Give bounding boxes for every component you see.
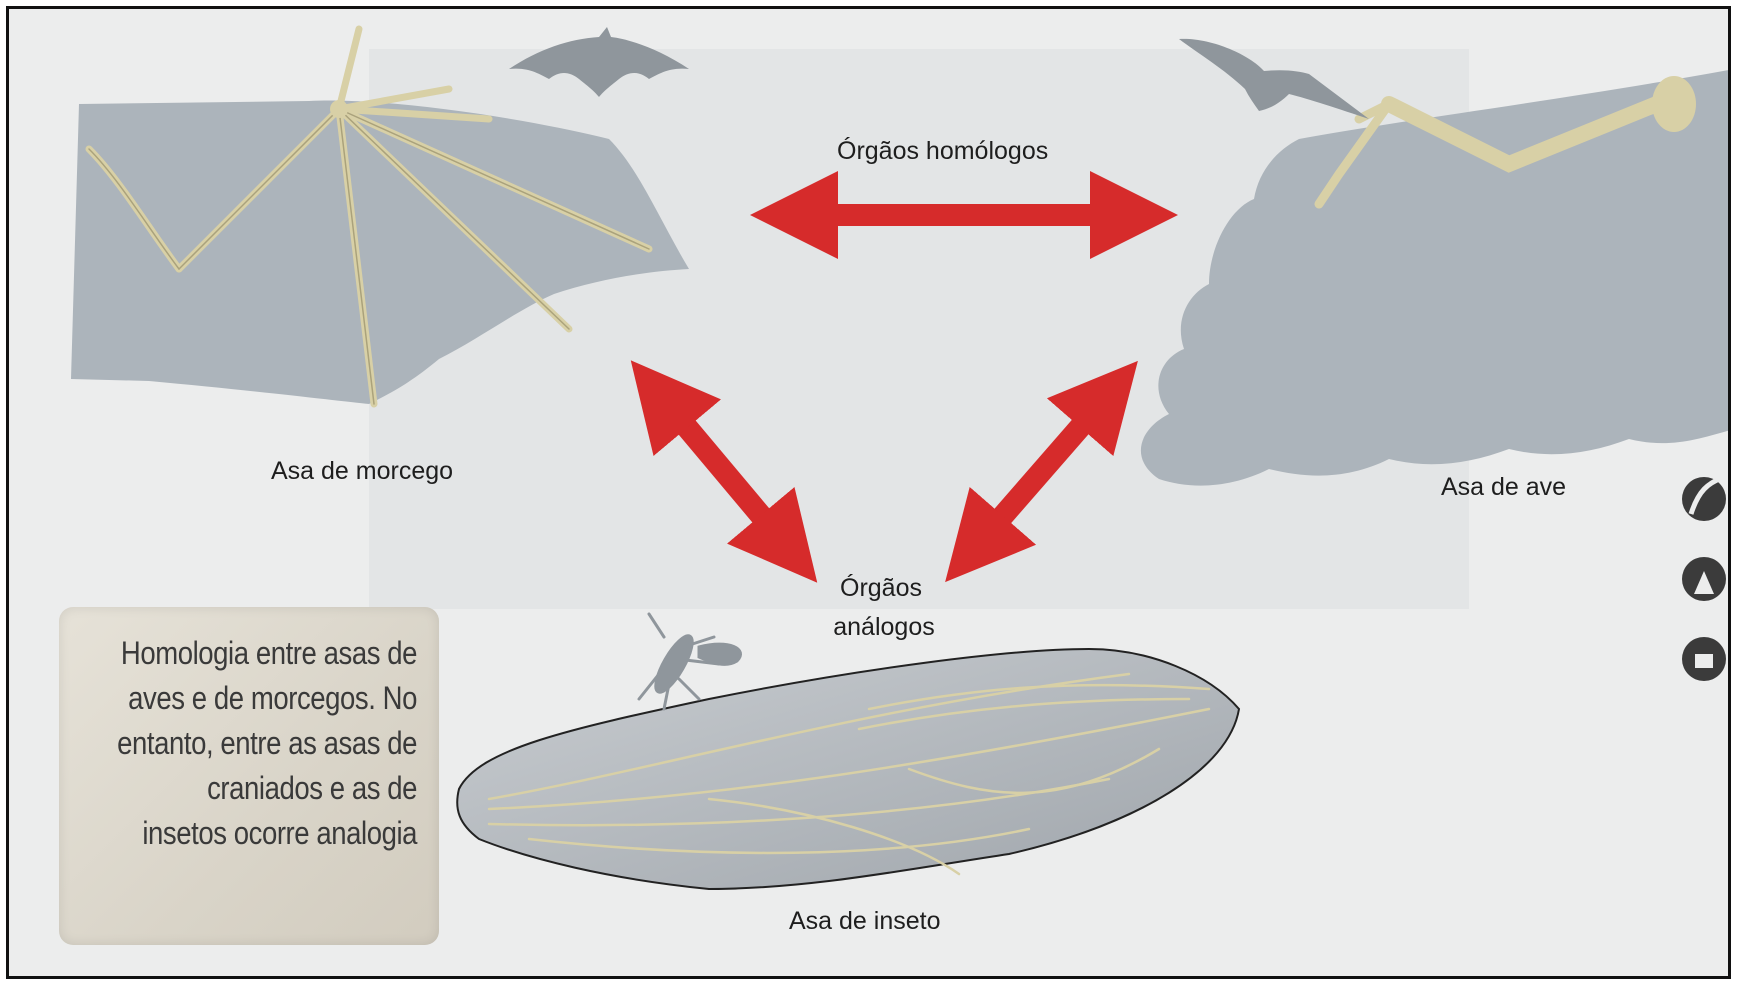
analogous-organs-label-line1: Órgãos	[826, 574, 936, 603]
diagram-frame: Órgãos homólogos Órgãos análogos Asa de …	[6, 6, 1731, 979]
homologous-organs-label: Órgãos homólogos	[837, 137, 1048, 166]
side-marker-icons	[1682, 477, 1726, 681]
bat-wing-label: Asa de morcego	[271, 457, 453, 486]
insect-wing-illustration	[457, 649, 1239, 889]
caption-box: Homologia entre asas de aves e de morceg…	[59, 607, 439, 945]
insect-wing-label: Asa de inseto	[789, 907, 941, 936]
analogous-organs-label-line2: análogos	[809, 613, 959, 642]
caption-text: Homologia entre asas de aves e de morceg…	[116, 631, 417, 856]
bird-wing-label: Asa de ave	[1441, 473, 1566, 502]
insect-silhouette-icon	[639, 614, 741, 709]
